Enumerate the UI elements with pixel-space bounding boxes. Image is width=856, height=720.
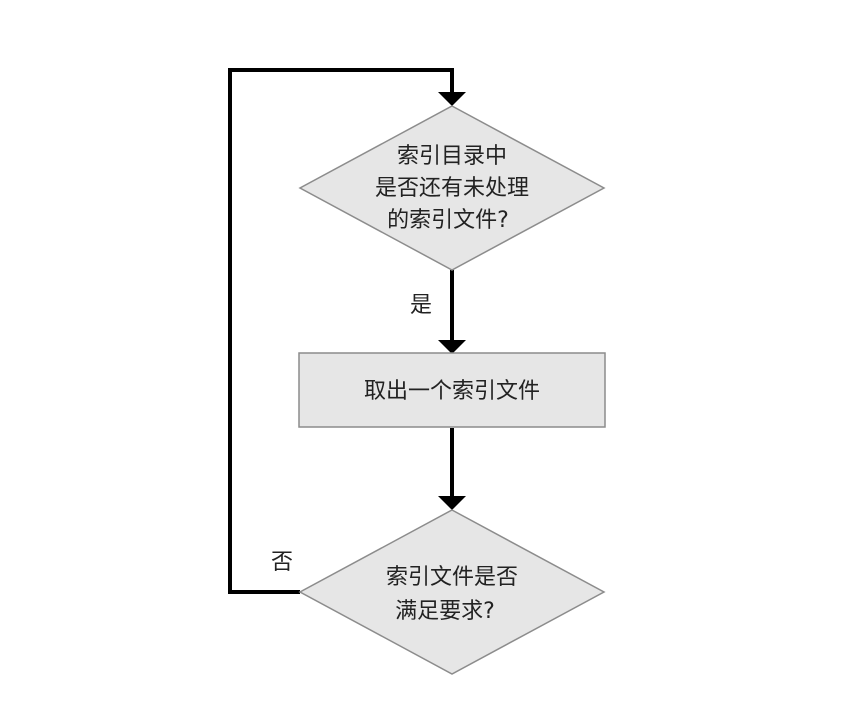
edge-no-arrowhead xyxy=(438,92,466,106)
decision-meets-line-1: 索引文件是否 xyxy=(386,565,518,590)
process-take-shape xyxy=(298,352,606,428)
process-take-label: 取出一个索引文件 xyxy=(364,379,540,404)
process-take-file: 取出一个索引文件 xyxy=(298,352,606,428)
edge-yes-label: 是 xyxy=(410,293,432,318)
decision-remaining-shape xyxy=(298,105,606,271)
decision-remaining-line-2: 是否还有未处理 xyxy=(375,176,529,201)
edge-no-loop-back xyxy=(228,68,454,594)
decision-remaining-files: 索引目录中 是否还有未处理 的索引文件? xyxy=(298,105,606,271)
decision-meets-shape xyxy=(298,509,606,675)
decision-meets-line-2: 满足要求? xyxy=(395,599,495,624)
edge-yes-arrowhead xyxy=(438,340,466,354)
edge-no-label: 否 xyxy=(271,550,293,575)
edge-process-to-check-arrowhead xyxy=(438,496,466,510)
decision-remaining-line-1: 索引目录中 xyxy=(397,144,507,169)
decision-meets-requirements: 索引文件是否 满足要求? xyxy=(298,509,606,675)
decision-remaining-line-3: 的索引文件? xyxy=(387,208,509,233)
